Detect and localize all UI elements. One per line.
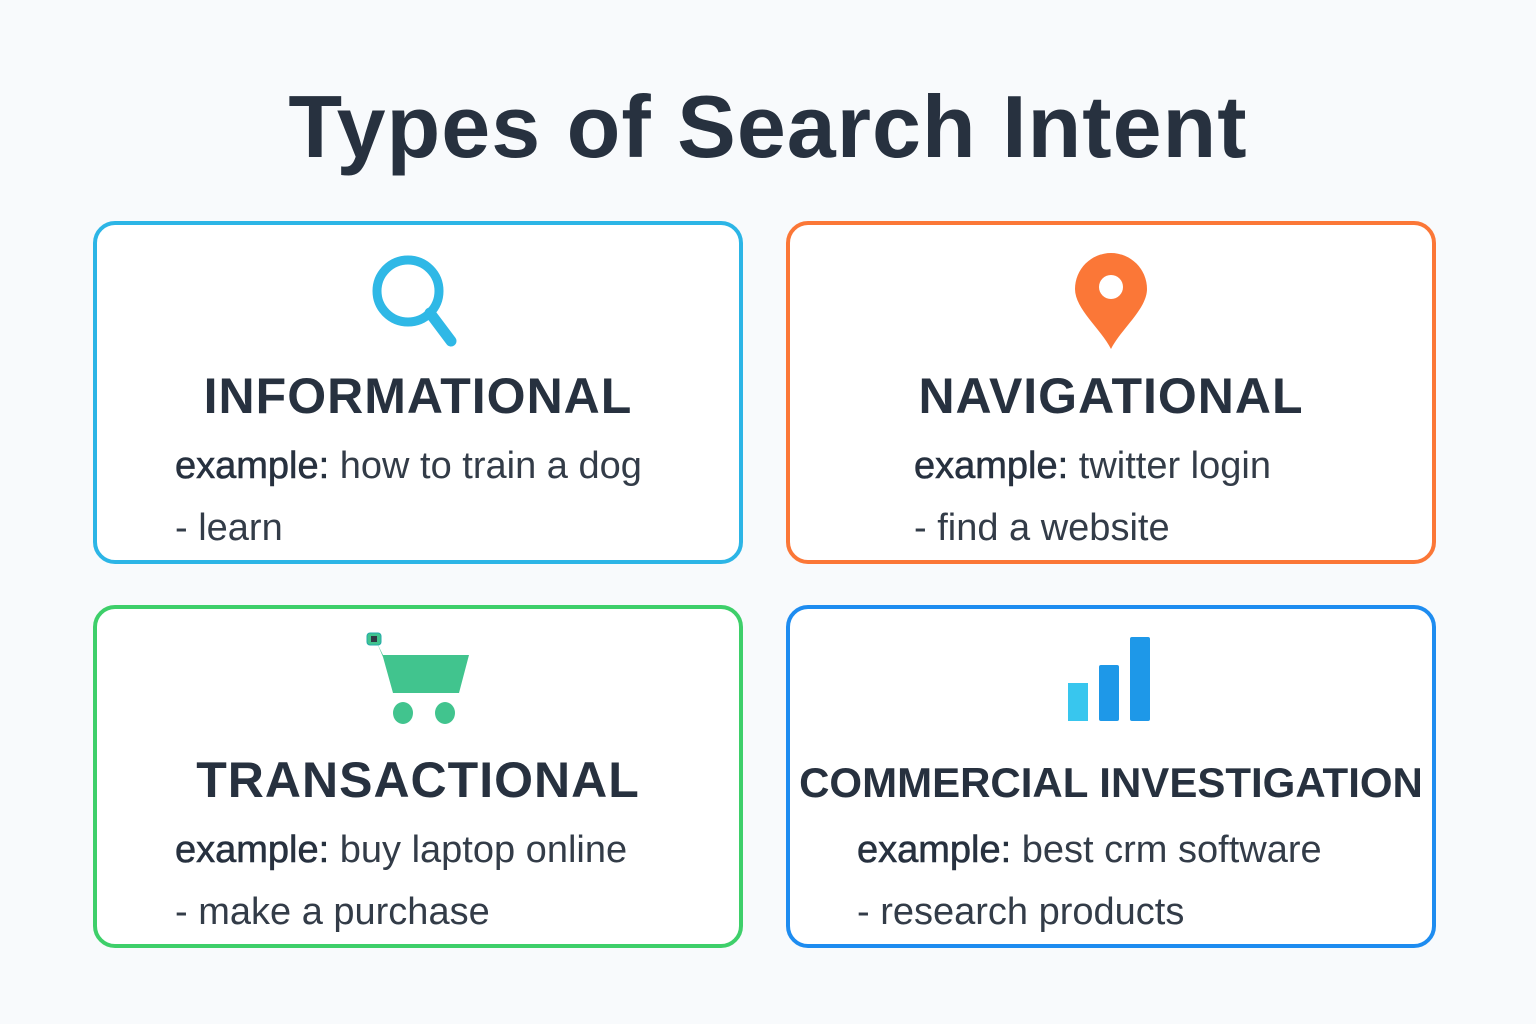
card-heading: INFORMATIONAL [203,368,633,424]
example-label: example: [175,829,330,872]
bar-chart-icon [790,637,1432,723]
map-pin-icon [790,251,1432,351]
card-heading: COMMERCIAL INVESTIGATION [799,759,1423,806]
commercial-investigation-card: COMMERCIAL INVESTIGATION example: best c… [786,605,1436,948]
transactional-card: TRANSACTIONAL example: buy laptop online… [93,605,743,948]
shopping-cart-icon [97,629,739,724]
goal-line: - research products [857,891,1185,933]
page-title: Types of Search Intent [288,77,1248,176]
card-heading: TRANSACTIONAL [196,752,640,808]
example-label: example: [857,829,1012,872]
navigational-card: NAVIGATIONAL example: twitter login - fi… [786,221,1436,564]
goal-line: - make a purchase [175,891,490,933]
example-label: example: [914,445,1069,488]
example-line: example: twitter login [914,445,1271,488]
example-line: example: how to train a dog [175,445,642,488]
goal-line: - learn [175,507,283,549]
goal-line: - find a website [914,507,1170,549]
informational-card: INFORMATIONAL example: how to train a do… [93,221,743,564]
example-value: best crm software [1021,829,1322,871]
example-line: example: best crm software [857,829,1322,872]
example-line: example: buy laptop online [175,829,627,872]
magnifier-icon [97,251,739,351]
card-heading: NAVIGATIONAL [918,368,1304,424]
example-value: how to train a dog [339,445,642,487]
example-value: twitter login [1078,445,1271,487]
example-label: example: [175,445,330,488]
example-value: buy laptop online [339,829,628,871]
